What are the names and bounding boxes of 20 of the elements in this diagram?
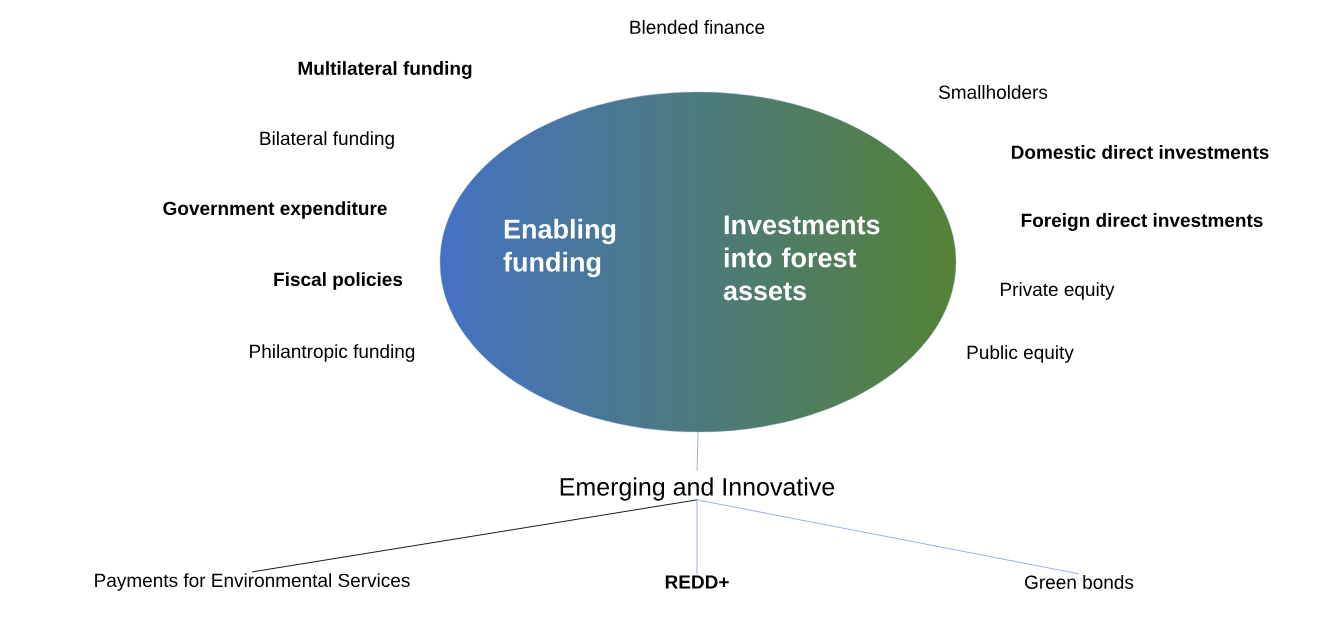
branch-text: Green bonds — [1025, 575, 1134, 589]
branch-text: Emerging and Innovative — [560, 477, 835, 501]
branch-text: REDD+ — [665, 575, 729, 589]
connector-line — [696, 499, 1080, 575]
category-label: Fiscal policies — [274, 272, 403, 290]
category-label: Government expenditure — [163, 201, 387, 219]
category-label: Philantropic funding — [250, 344, 415, 362]
category-label: Private equity — [1001, 282, 1115, 300]
branch-text: Payments for Environmental Services — [95, 573, 410, 591]
category-label: Blended finance — [630, 20, 765, 34]
category-label: Domestic direct investments — [1011, 145, 1269, 159]
connector-line — [251, 499, 698, 573]
category-label: Smallholders — [938, 85, 1048, 99]
ellipse-heading: Investments into forest assets — [723, 215, 880, 301]
category-label: Bilateral funding — [260, 131, 394, 149]
category-label: Multilateral funding — [298, 61, 472, 79]
category-label: Foreign direct investments — [1021, 213, 1263, 231]
ellipse-heading: Enabling funding — [503, 218, 616, 278]
connector-line — [696, 431, 699, 472]
connector-line — [696, 499, 698, 575]
